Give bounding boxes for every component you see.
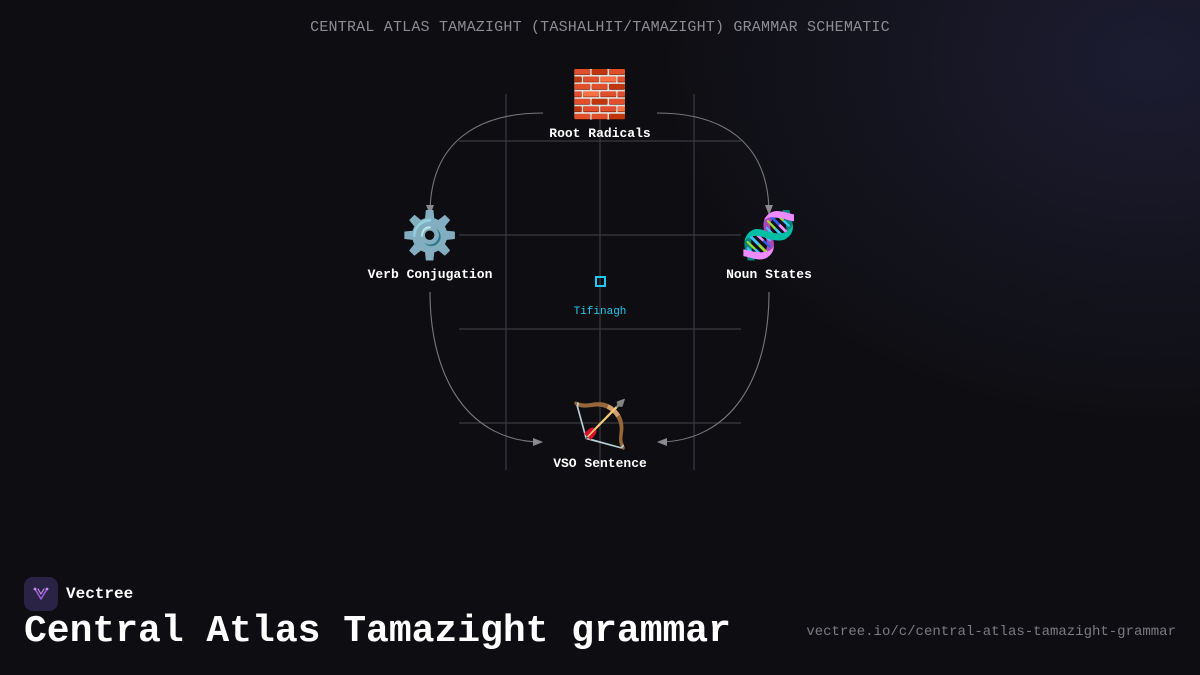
node-label-verb-conjugation: Verb Conjugation: [367, 267, 493, 282]
square-outline-icon: [594, 276, 606, 287]
page-header-title: CENTRAL ATLAS TAMAZIGHT (TASHALHIT/TAMAZ…: [310, 19, 890, 36]
connector-root-to-verb: [426, 112, 544, 215]
gear-icon: ⚙️: [401, 213, 459, 265]
center-node-tifinagh: Tifinagh: [550, 276, 650, 318]
node-label-noun-states: Noun States: [726, 267, 812, 282]
bow-and-arrow-icon: 🏹: [571, 402, 629, 454]
footer-title: Central Atlas Tamazight grammar: [24, 610, 731, 653]
connector-root-to-noun: [656, 112, 773, 215]
brand-name: Vectree: [66, 585, 134, 603]
dna-icon: 🧬: [740, 213, 798, 265]
center-label-tifinagh: Tifinagh: [573, 306, 627, 318]
background-grid: [459, 94, 741, 470]
brick-icon: 🧱: [571, 72, 629, 124]
node-label-root-radicals: Root Radicals: [549, 126, 651, 141]
node-root-radicals: 🧱 Root Radicals: [510, 72, 690, 141]
flow-connectors: [426, 112, 773, 446]
node-vso-sentence: 🏹 VSO Sentence: [510, 402, 690, 471]
connector-verb-to-vso: [429, 291, 543, 446]
node-verb-conjugation: ⚙️ Verb Conjugation: [340, 213, 520, 282]
page-url-link[interactable]: vectree.io/c/central-atlas-tamazight-gra…: [806, 624, 1176, 640]
brand[interactable]: Vectree: [24, 577, 133, 611]
connector-noun-to-vso: [657, 291, 770, 446]
vectree-logo-icon: [24, 577, 58, 611]
node-label-vso-sentence: VSO Sentence: [553, 456, 647, 471]
node-noun-states: 🧬 Noun States: [679, 213, 859, 282]
